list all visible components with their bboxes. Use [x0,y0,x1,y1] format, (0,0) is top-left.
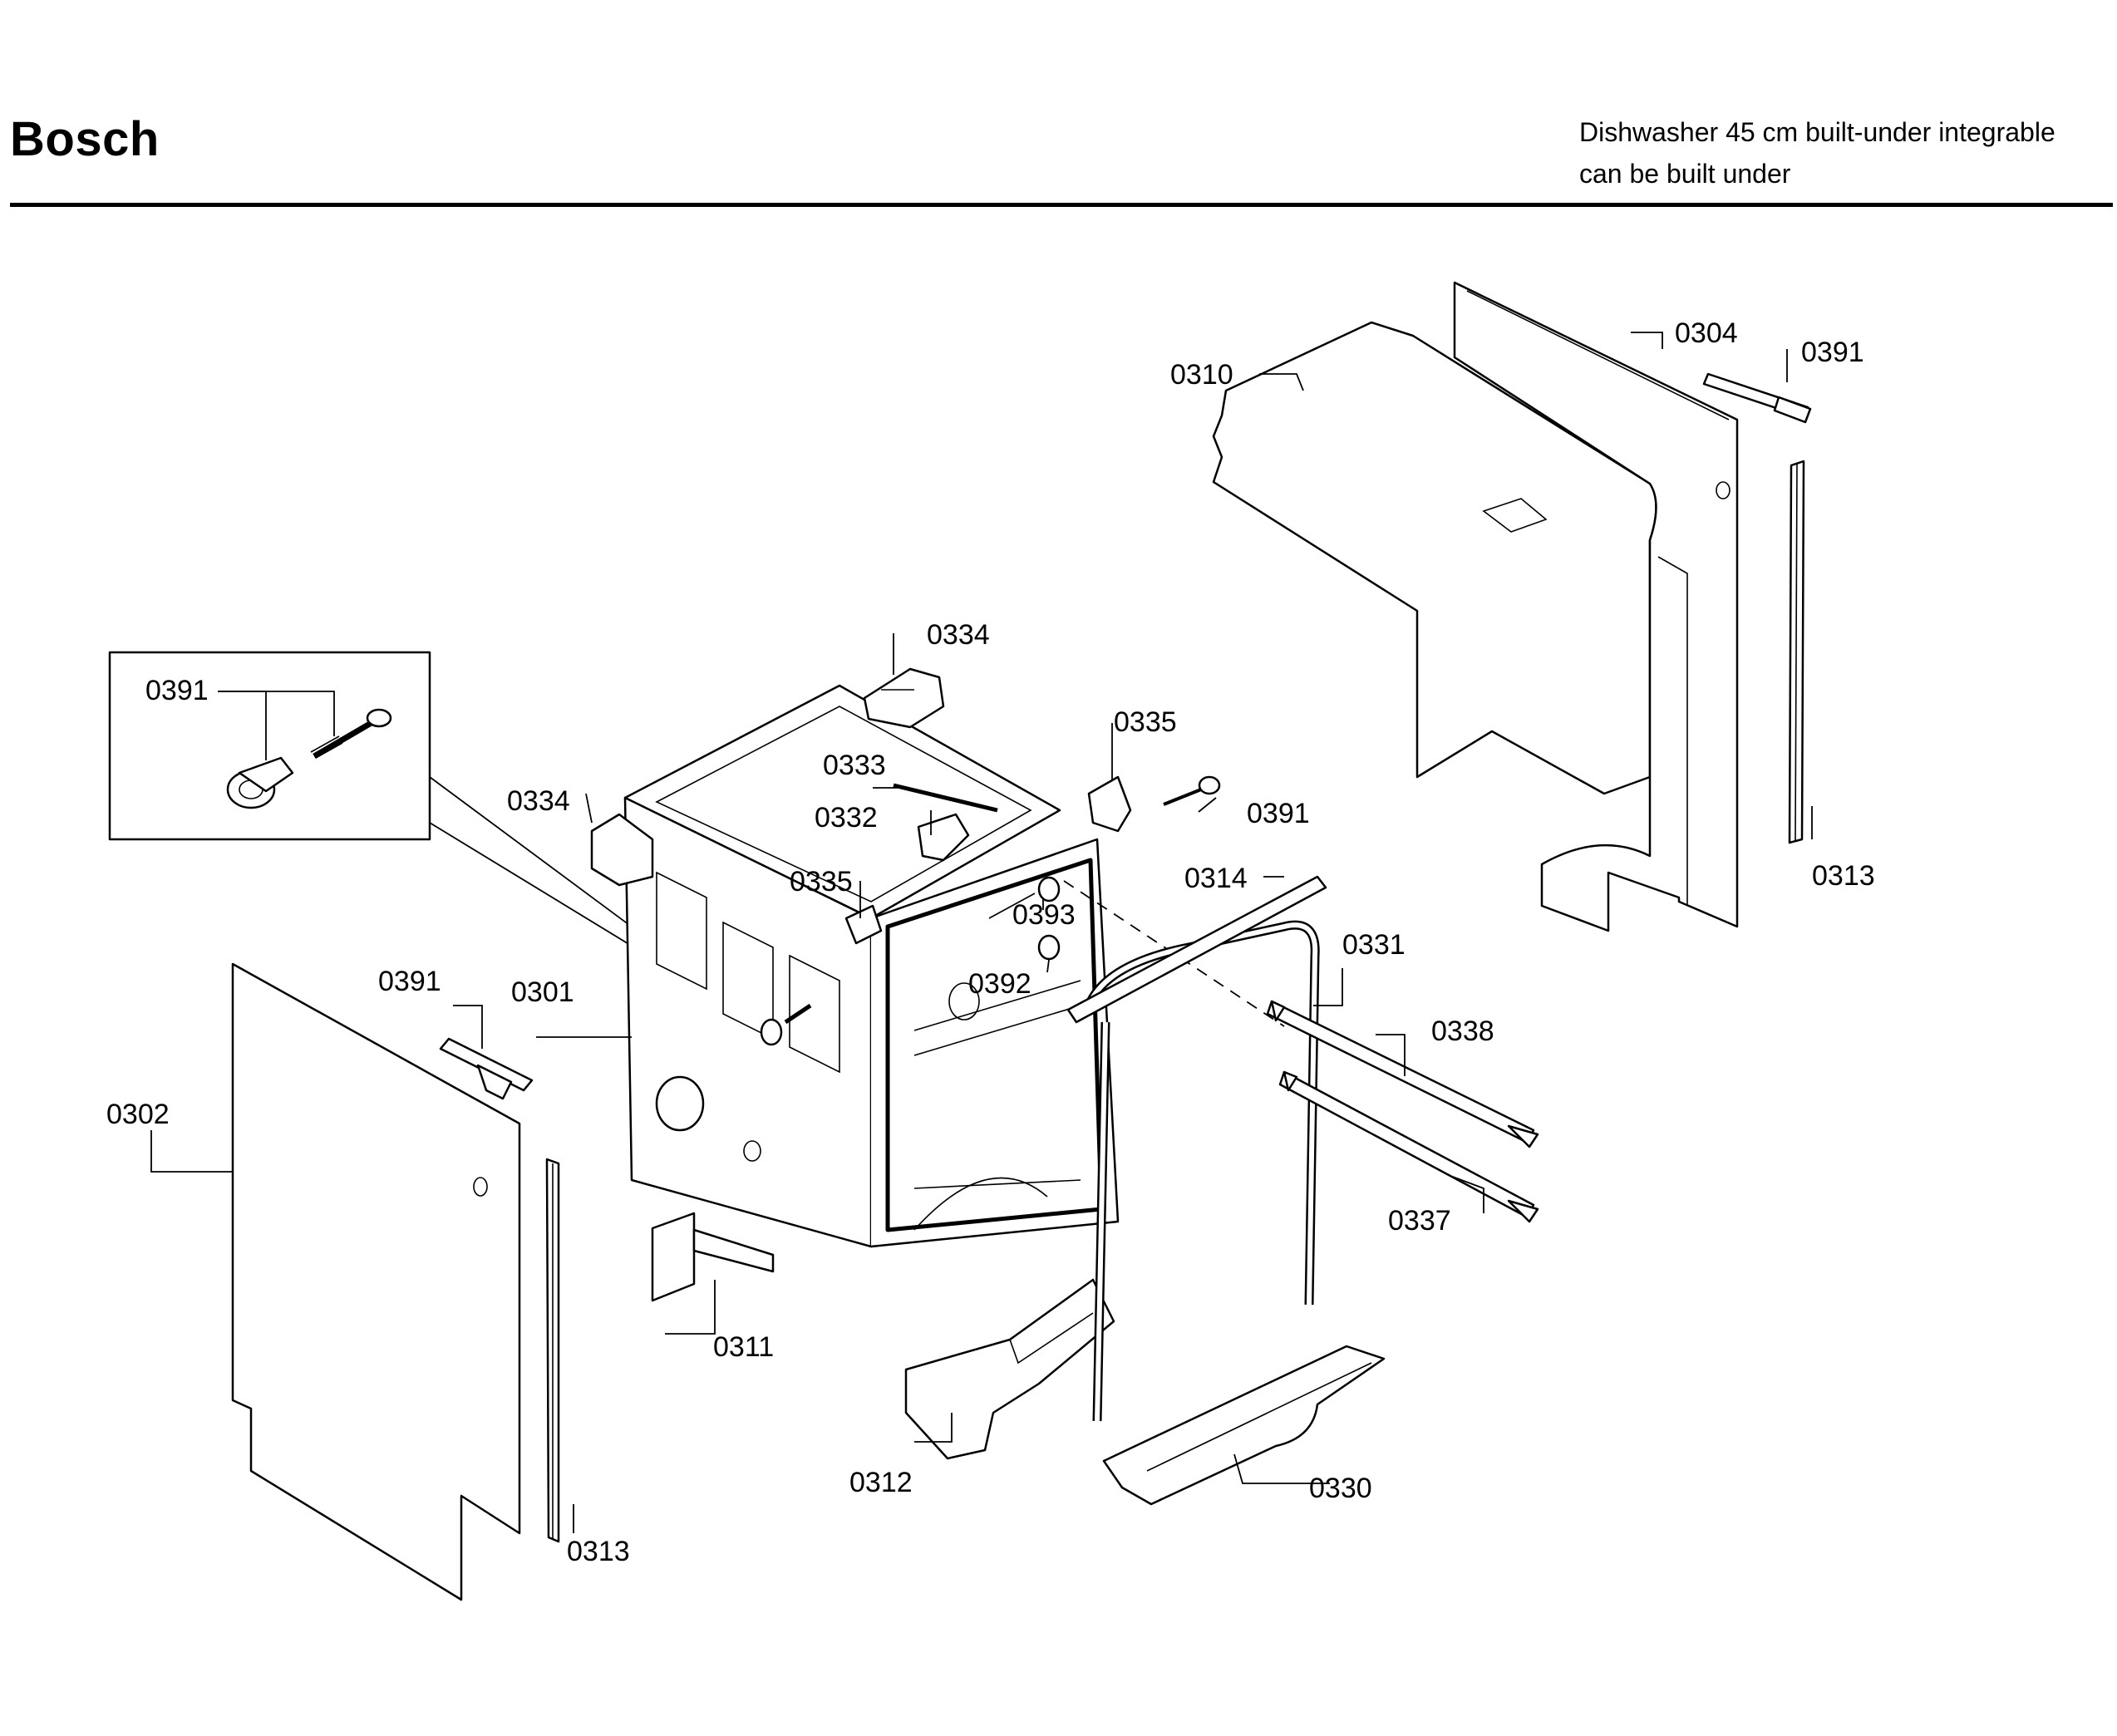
assembly-dashed-line [1063,880,1285,1027]
callout-0392: 0392 [968,968,1031,1000]
rear-panel-0304 [1453,281,1739,932]
base-insulation-0311 [651,1212,775,1302]
callout-0313-right: 0313 [1812,860,1875,892]
plinth-support-0312 [904,1278,1115,1460]
diagram-subtitle: Dishwasher 45 cm built-under integrable … [1579,111,2055,194]
callout-0391-inset: 0391 [145,675,209,706]
callout-0391-left: 0391 [378,966,441,997]
foot-knob [226,756,294,809]
subtitle-line-2: can be built under [1579,159,1791,189]
foot-fitting-0391-right [1163,775,1221,806]
inset-frame [108,651,431,841]
callout-0312: 0312 [849,1467,913,1498]
callout-0314: 0314 [1184,863,1248,894]
callout-0337: 0337 [1388,1205,1451,1237]
subtitle-line-1: Dishwasher 45 cm built-under integrable [1579,117,2055,147]
fitting-0393 [988,876,1061,919]
tub-sump [913,1177,1048,1231]
fitting-0392 [1037,934,1061,961]
hinge-pin-0333 [893,783,998,813]
callout-0338: 0338 [1431,1016,1494,1047]
trim-strip-0313-left [545,1158,560,1543]
callout-0311: 0311 [713,1331,774,1363]
brand-title: Bosch [10,112,160,166]
side-panel-0302 [231,962,521,1601]
callout-0391-top-right: 0391 [1801,337,1864,368]
bracket-0391-top-right [1702,372,1812,424]
toe-kick-0330 [1102,1345,1386,1506]
callout-0332: 0332 [815,802,878,834]
callout-0330: 0330 [1309,1473,1372,1504]
callout-0331: 0331 [1342,929,1406,961]
hinge-bracket-0335-right [1087,775,1132,833]
callout-0302: 0302 [106,1099,170,1130]
rail-0337 [1278,1070,1539,1223]
foot-screw [310,708,392,760]
foot-on-tub [760,1018,783,1046]
callout-0313-left: 0313 [567,1536,630,1567]
callout-0310: 0310 [1170,359,1233,391]
hinge-block-0334-top [863,667,945,729]
trim-strip-0313-right [1788,460,1805,844]
header-rule [10,203,2113,207]
leader-lines [150,332,1813,1533]
door-seal-0331 [1084,920,1320,1422]
callout-0335-right: 0335 [1114,706,1177,738]
bracket-0391-left [439,1037,534,1100]
callout-0335-center: 0335 [790,866,853,898]
callout-0393: 0393 [1012,899,1076,931]
callout-0391-right: 0391 [1247,798,1310,829]
hinge-bracket-0335-center [844,904,883,945]
callout-labels: 0391 0334 0335 0333 0332 0334 0391 0335 … [106,317,1875,1567]
callout-0301: 0301 [511,976,574,1008]
callout-0304: 0304 [1675,317,1738,349]
callout-0334-top: 0334 [927,619,990,651]
detail-inset-0391 [108,651,778,1035]
callout-0334-left: 0334 [507,785,570,817]
rail-0338 [1266,1000,1539,1148]
top-rail-0314 [1066,875,1327,1024]
callout-0333: 0333 [823,750,886,781]
hinge-block-0334-left [590,813,654,887]
